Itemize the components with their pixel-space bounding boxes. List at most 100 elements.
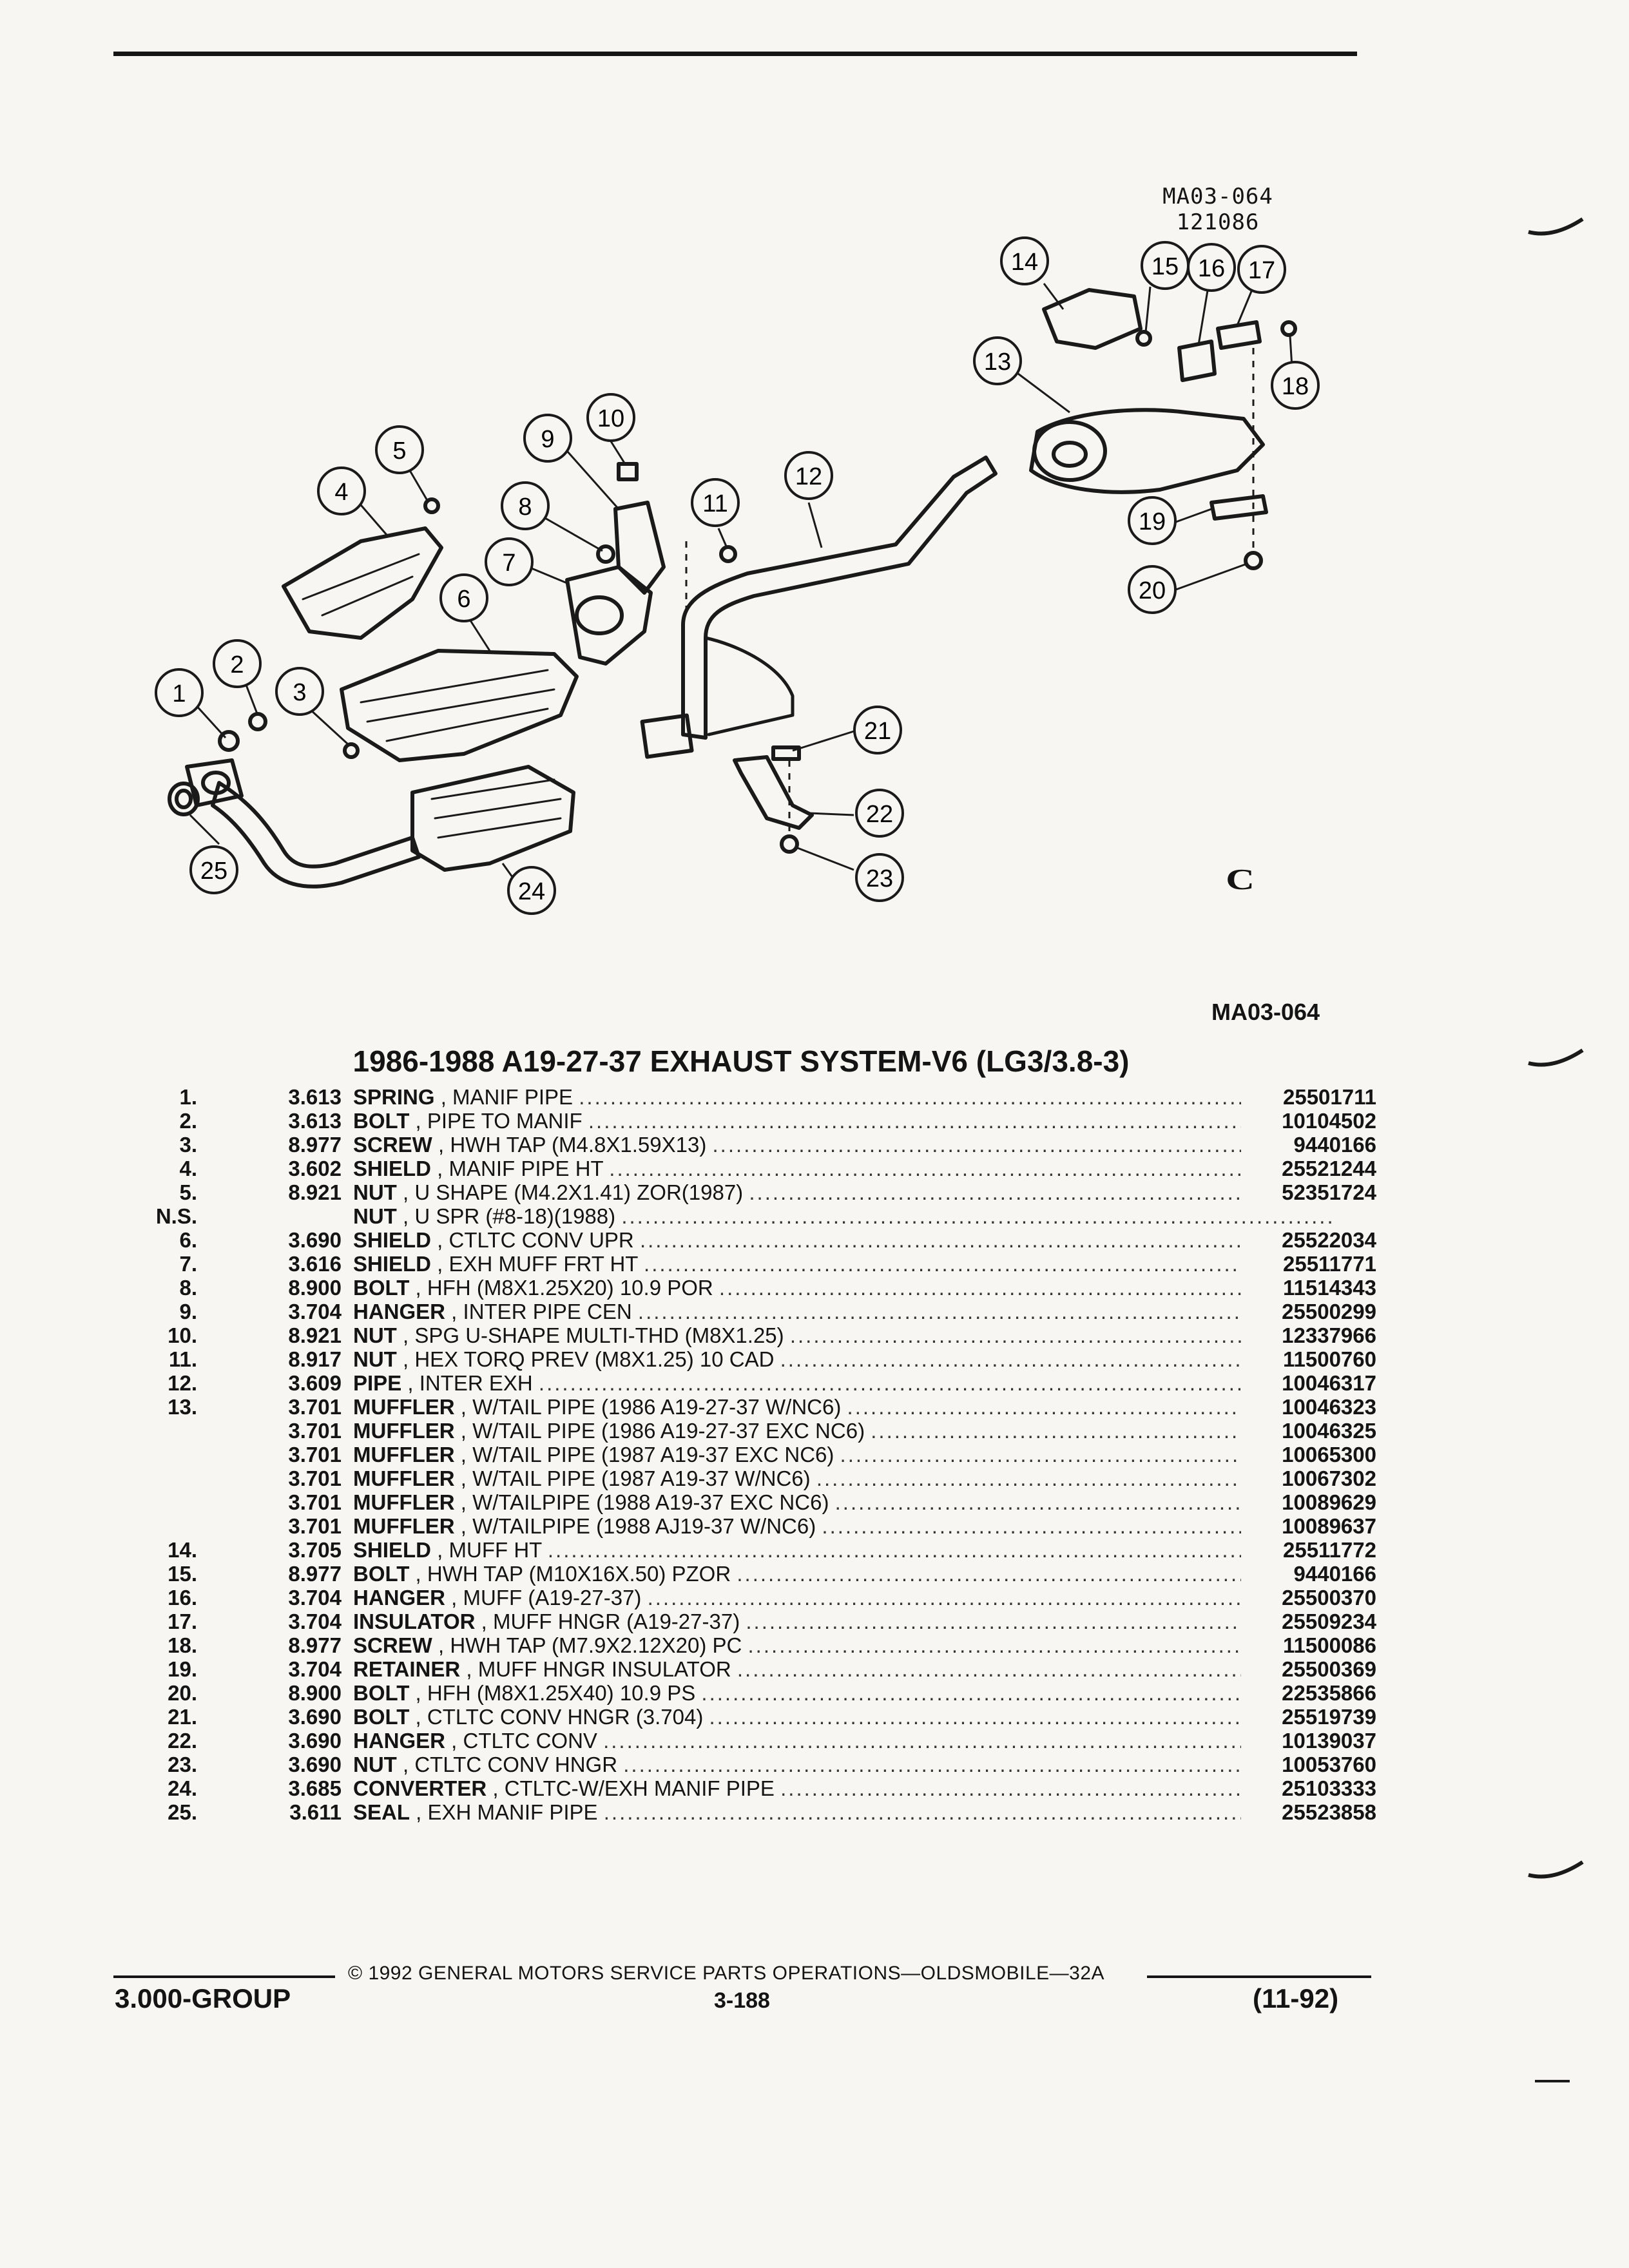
callout-23: 23 [855,853,904,902]
reference-code-line: 121086 [1176,209,1260,235]
parts-row: 2. 3.613 BOLT , PIPE TO MANIF ..........… [113,1109,1376,1133]
part-number: 25522034 [1241,1228,1376,1252]
part-number: 10053760 [1241,1753,1376,1776]
parts-row: 3.701 MUFFLER , W/TAILPIPE (1988 A19-37 … [113,1490,1376,1514]
callout-number: 14 [1011,249,1038,276]
muffler-hanger-insulator [1216,320,1262,350]
leader [468,618,491,651]
callout-12: 12 [784,451,833,500]
part-detail: , HFH (M8X1.25X20) 10.9 POR [409,1276,713,1300]
group-number: 3.616 [288,1252,342,1276]
converter-hanger-bolt [771,745,801,761]
group-number: 8.977 [288,1133,342,1157]
leader-dots: ........................................… [747,1633,1333,1657]
callout-9: 9 [523,414,572,463]
leader [792,730,854,752]
part-description: BOLT , HFH (M8X1.25X20) 10.9 POR .......… [353,1276,1333,1300]
part-name: SHIELD [353,1538,432,1562]
part-name: HANGER [353,1729,446,1753]
dashed-guides [685,348,1255,838]
part-number: 10046317 [1241,1371,1376,1395]
leader-dots: ........................................… [603,1800,1333,1824]
nut-u-shape [423,497,440,514]
part-detail: , CTLTC CONV HNGR [396,1753,618,1776]
part-description: HANGER , CTLTC CONV ....................… [353,1729,1333,1753]
reference-code: MA03-064 121086 [1141,184,1295,235]
leader [807,502,823,548]
part-description: NUT , U SPR (#8-18)(1988) ..............… [353,1204,1333,1228]
part-detail: , MUFF HNGR INSULATOR [460,1657,731,1681]
part-name: MUFFLER [353,1419,455,1443]
part-description: SHIELD , MANIF PIPE HT .................… [353,1157,1333,1180]
parts-row: 3.701 MUFFLER , W/TAIL PIPE (1986 A19-27… [113,1419,1376,1443]
part-detail: , U SHAPE (M4.2X1.41) ZOR(1987) [396,1180,744,1204]
parts-row: 22. 3.690 HANGER , CTLTC CONV ..........… [113,1729,1376,1753]
parts-row: 13. 3.701 MUFFLER , W/TAIL PIPE (1986 A1… [113,1395,1376,1419]
group-number: 3.611 [289,1800,342,1824]
callout-24: 24 [507,866,556,915]
parts-row: N.S. NUT , U SPR (#8-18)(1988) .........… [113,1204,1376,1228]
part-description: NUT , CTLTC CONV HNGR ..................… [353,1753,1333,1776]
part-detail: , MANIF PIPE [434,1085,574,1109]
parts-row: 3. 8.977 SCREW , HWH TAP (M4.8X1.59X13) … [113,1133,1376,1157]
muffler-inlet [1032,420,1107,482]
item-number: 7. [179,1252,197,1276]
parts-row: 9. 3.704 HANGER , INTER PIPE CEN .......… [113,1300,1376,1323]
part-description: SHIELD , EXH MUFF FRT HT ...............… [353,1252,1333,1276]
part-name: BOLT [353,1681,410,1705]
leader [1043,283,1065,310]
part-name: MUFFLER [353,1443,455,1466]
group-number: 3.704 [288,1657,342,1681]
part-detail: , INTER EXH [401,1371,533,1395]
leader [528,566,568,584]
part-number: 25511771 [1241,1252,1376,1276]
part-detail: , EXH MUFF FRT HT [431,1252,638,1276]
parts-row: 25. 3.611 SEAL , EXH MANIF PIPE ........… [113,1800,1376,1824]
part-number: 22535866 [1241,1681,1376,1705]
leader-dots: ........................................… [603,1729,1333,1753]
parts-row: 17. 3.704 INSULATOR , MUFF HNGR (A19-27-… [113,1610,1376,1633]
part-name: NUT [353,1204,397,1228]
item-number: 21. [168,1705,197,1729]
callout-19: 19 [1128,496,1177,545]
spring [218,730,240,752]
intermediate-pipe [681,456,998,740]
front-pipe [211,781,421,889]
part-name: SEAL [353,1800,410,1824]
callout-22: 22 [855,789,904,838]
callout-number: 10 [597,405,624,432]
part-detail: , CTLTC CONV UPR [431,1228,634,1252]
muffler-inlet-pipe [1052,441,1088,468]
callout-6: 6 [439,573,488,622]
part-name: BOLT [353,1705,410,1729]
part-detail: , INTER PIPE CEN [445,1300,632,1323]
leader [1144,286,1152,332]
shield-ribs [360,669,555,742]
screw-head [343,742,360,759]
page-title: 1986-1988 A19-27-37 EXHAUST SYSTEM-V6 (L… [352,1044,1130,1078]
item-number: 2. [179,1109,197,1133]
part-number: 12337966 [1241,1323,1376,1347]
part-name: NUT [353,1323,397,1347]
group-number: 3.701 [288,1443,342,1466]
part-description: BOLT , HFH (M8X1.25X40) 10.9 PS ........… [353,1681,1333,1705]
leader [1175,562,1248,591]
flange-hole [201,771,231,795]
page-number: 3-188 [714,1988,770,2013]
callout-number: 12 [795,463,822,490]
leader [1197,286,1210,345]
parts-row: 5. 8.921 NUT , U SHAPE (M4.2X1.41) ZOR(1… [113,1180,1376,1204]
item-number: 18. [168,1633,197,1657]
parts-row: 4. 3.602 SHIELD , MANIF PIPE HT ........… [113,1157,1376,1180]
leader [308,707,349,745]
part-number: 11500086 [1241,1633,1376,1657]
leader [1017,372,1070,414]
callout-number: 25 [200,858,227,885]
binder-tick-mark [1528,1860,1584,1879]
callout-number: 15 [1152,253,1179,280]
callout-25: 25 [189,845,238,894]
diagram-parts [168,288,1297,889]
item-number: 3. [179,1133,197,1157]
item-number: 9. [179,1300,197,1323]
part-name: NUT [353,1180,397,1204]
